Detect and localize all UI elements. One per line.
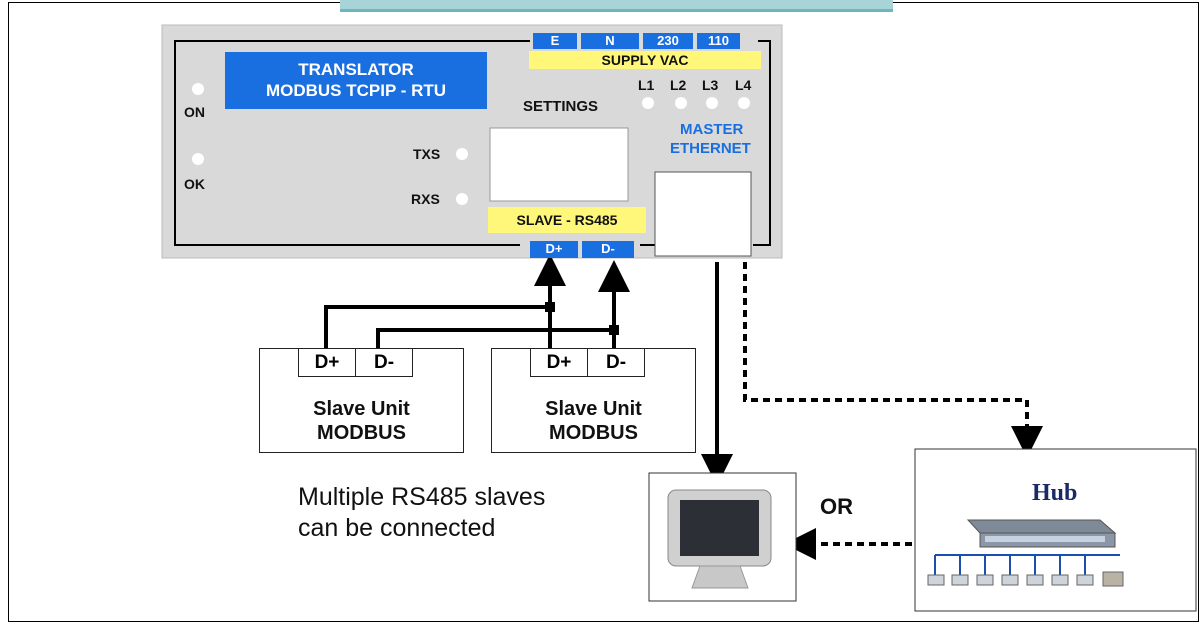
slave-port-d-plus: D+ — [530, 349, 588, 377]
slave-unit-line2: MODBUS — [317, 422, 406, 444]
junction-dot — [609, 325, 619, 335]
terminal-230: 230 — [643, 33, 693, 49]
panel-inner-outline — [174, 40, 771, 246]
l2-led — [675, 97, 687, 109]
caption-line1: Multiple RS485 slaves — [298, 483, 546, 511]
on-led — [192, 83, 204, 95]
master-label-line1: MASTER — [680, 121, 744, 138]
computer-monitor-icon — [667, 489, 772, 589]
terminal-d-minus: D- — [582, 241, 634, 258]
master-label-line2: ETHERNET — [670, 140, 751, 157]
device-title-line2: MODBUS TCPIP - RTU — [265, 81, 447, 100]
ethernet-to-hub-dashed — [743, 262, 1043, 458]
led-label-l4: L4 — [735, 77, 752, 93]
l3-led — [706, 97, 718, 109]
slave-port-d-plus: D+ — [298, 349, 356, 377]
settings-display — [489, 127, 629, 202]
caption: Multiple RS485 slaves can be connected — [298, 482, 545, 544]
device-title-line1: TRANSLATOR — [298, 60, 414, 79]
slave-port-d-minus: D- — [587, 349, 645, 377]
terminal-110: 110 — [697, 33, 740, 49]
rs485-wiring — [324, 254, 630, 348]
network-hub-icon — [927, 519, 1124, 587]
caption-line2: can be connected — [298, 514, 496, 542]
terminal-n: N — [581, 33, 639, 49]
top-accent-bar — [340, 0, 893, 12]
txs-label: TXS — [413, 146, 441, 162]
slave-unit-line2: MODBUS — [549, 422, 638, 444]
terminal-e: E — [533, 33, 577, 49]
slave-rs485-label: SLAVE - RS485 — [488, 207, 646, 233]
hub-label: Hub — [1032, 480, 1078, 506]
ok-label: OK — [184, 176, 205, 192]
or-label: OR — [820, 494, 853, 519]
ethernet-port — [654, 171, 752, 257]
led-label-l1: L1 — [638, 77, 655, 93]
junction-dot — [545, 302, 555, 312]
on-label: ON — [184, 104, 205, 120]
slave-unit-line1: Slave Unit — [313, 398, 410, 420]
l1-led — [642, 97, 654, 109]
rxs-label: RXS — [411, 191, 440, 207]
l4-led — [738, 97, 750, 109]
settings-label: SETTINGS — [523, 98, 599, 115]
slave-unit-line1: Slave Unit — [545, 398, 642, 420]
txs-led — [456, 148, 468, 160]
slave-unit-1: D+ D- Slave Unit MODBUS — [259, 348, 464, 453]
slave-port-d-minus: D- — [355, 349, 413, 377]
device-title: TRANSLATOR MODBUS TCPIP - RTU — [225, 52, 487, 109]
slave-unit-2: D+ D- Slave Unit MODBUS — [491, 348, 696, 453]
ok-led — [192, 153, 204, 165]
led-label-l3: L3 — [702, 77, 719, 93]
rxs-led — [456, 193, 468, 205]
supply-label: SUPPLY VAC — [529, 51, 761, 69]
terminal-d-plus: D+ — [530, 241, 578, 258]
led-label-l2: L2 — [670, 77, 687, 93]
